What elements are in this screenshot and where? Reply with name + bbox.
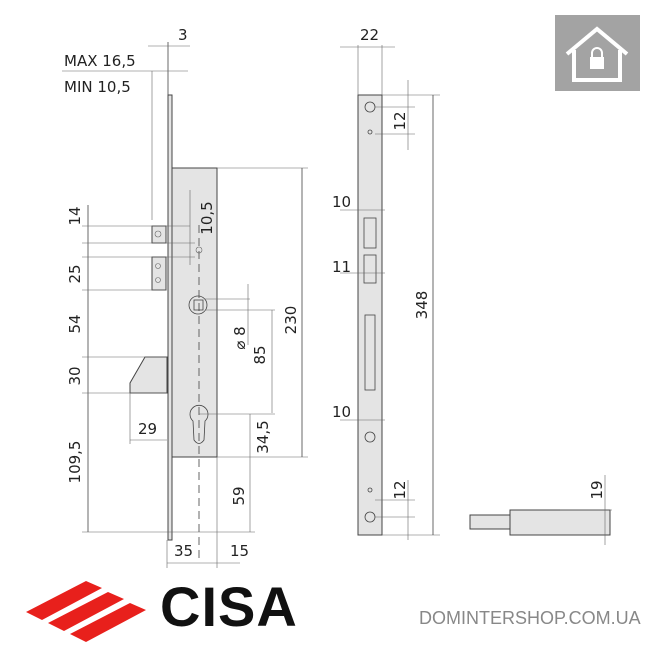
dim-min: MIN 10,5 (64, 78, 131, 96)
side-view: 3 MAX 16,5 MIN 10,5 14 25 54 30 109,5 29 (62, 26, 308, 568)
lock-case (171, 167, 218, 458)
dim-10-bottom: 10 (332, 403, 351, 421)
dim-11: 11 (332, 258, 351, 276)
cisa-logo-text: CISA (160, 575, 298, 638)
dim-19: 19 (588, 480, 606, 499)
dim-230: 230 (282, 306, 300, 335)
bolt-detail: 19 (469, 475, 612, 545)
dim-12-bottom: 12 (391, 480, 409, 499)
dim-85: 85 (251, 345, 269, 364)
dim-34-5: 34,5 (254, 420, 272, 453)
dim-25: 25 (66, 264, 84, 283)
dim-max: MAX 16,5 (64, 52, 136, 70)
dim-30: 30 (66, 366, 84, 385)
dim-22: 22 (360, 26, 379, 44)
dim-54: 54 (66, 314, 84, 333)
front-view: 22 348 12 10 11 10 12 (332, 26, 440, 540)
website-watermark: DOMINTERSHOP.COM.UA (419, 608, 641, 628)
dim-29: 29 (138, 420, 157, 438)
dim-10-top: 10 (332, 193, 351, 211)
dim-3: 3 (178, 26, 188, 44)
dim-109-5: 109,5 (66, 441, 84, 484)
dim-15: 15 (230, 542, 249, 560)
cisa-logo-mark (26, 581, 146, 642)
dim-10-5: 10,5 (198, 201, 216, 234)
latch-bolt (129, 356, 168, 394)
home-lock-icon (555, 15, 640, 91)
dim-dia-8: ⌀ 8 (231, 326, 249, 349)
cylinder-hole (189, 404, 209, 444)
dim-14: 14 (66, 206, 84, 225)
dim-348: 348 (413, 291, 431, 320)
dim-12-top: 12 (391, 111, 409, 130)
dim-35: 35 (174, 542, 193, 560)
dim-59: 59 (230, 486, 248, 505)
